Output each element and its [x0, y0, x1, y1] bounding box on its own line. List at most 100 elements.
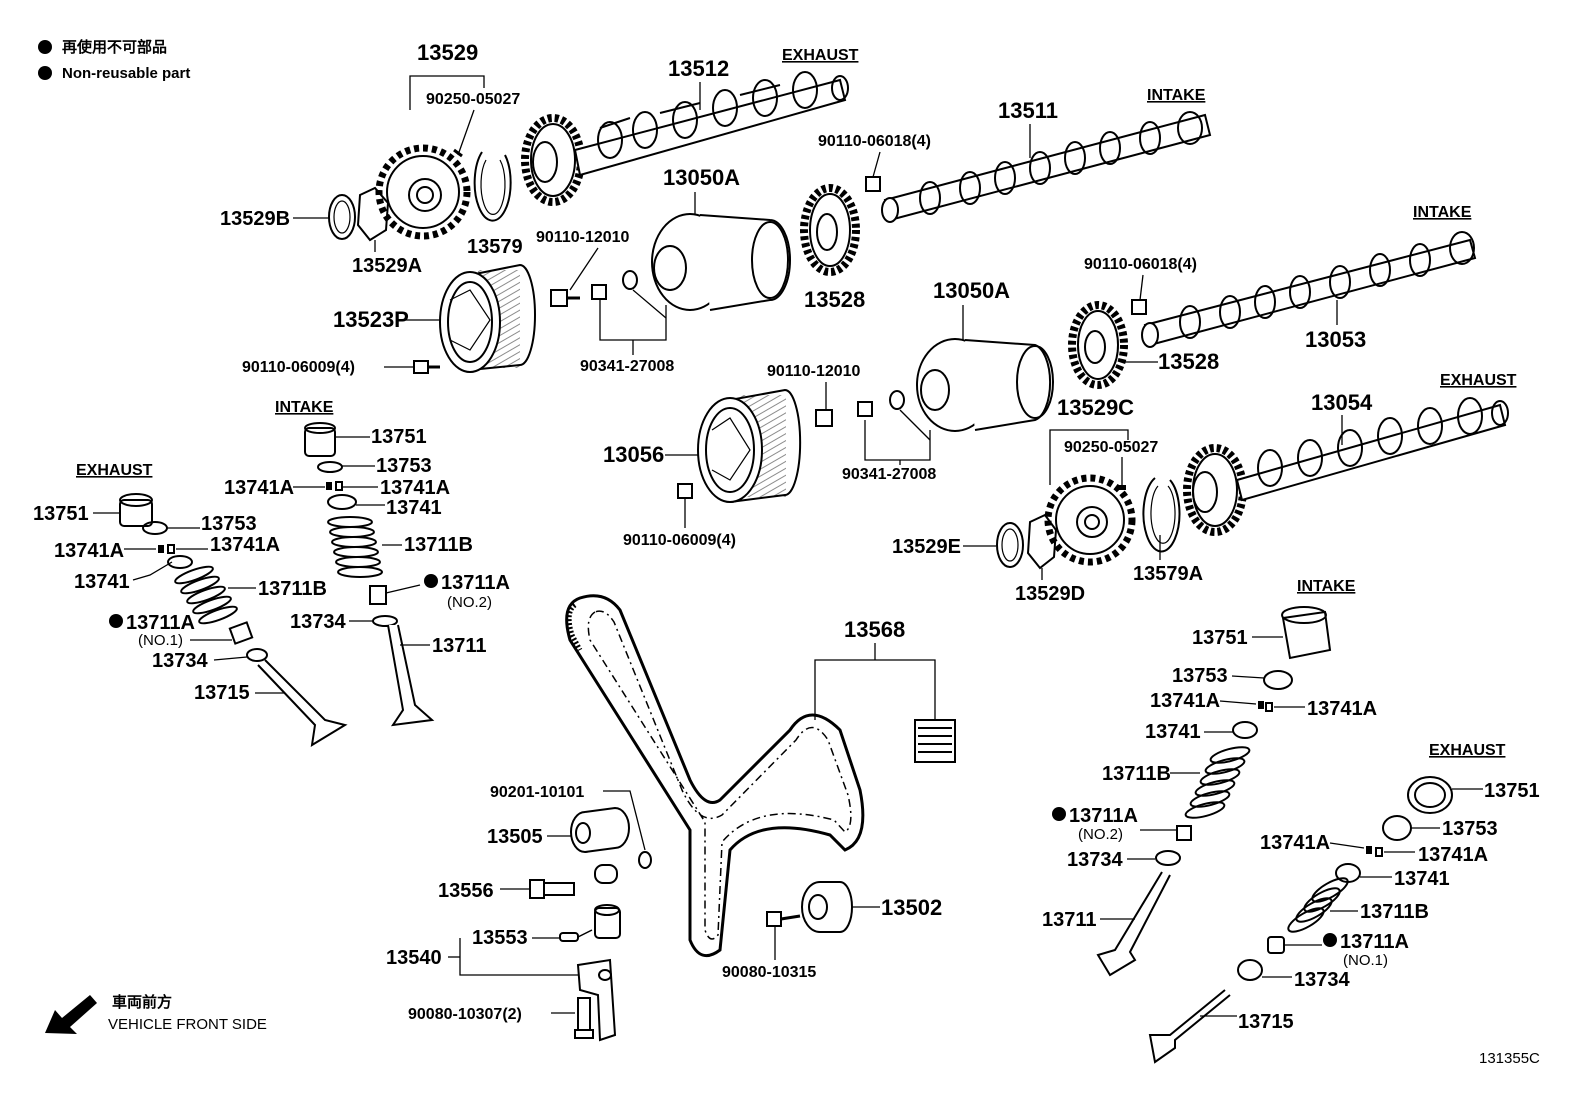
direction-jp: 車両前方 — [112, 993, 172, 1011]
label-13741-el: 13741 — [74, 571, 130, 593]
snap-ring-13529B — [328, 194, 356, 240]
direction-en: VEHICLE FRONT SIDE — [108, 1016, 267, 1033]
label-13711A-il: 13711A — [441, 572, 510, 594]
label-13741A-el-b: 13741A — [210, 534, 280, 556]
camshaft-13054: 13054 — [1183, 390, 1509, 536]
label-90110-06018-a: 90110-06018(4) — [818, 133, 931, 150]
vvt-unit-13050A-mid: 13050A — [916, 278, 1054, 432]
label-13512: 13512 — [668, 56, 729, 81]
label-13528-mid: 13528 — [1158, 349, 1219, 374]
label-13050A-mid: 13050A — [933, 278, 1010, 303]
label-13711A-el-no: (NO.1) — [138, 632, 183, 649]
legend-en: Non-reusable part — [62, 65, 190, 82]
non-reusable-dot-icon — [1052, 807, 1066, 821]
label-13734-il: 13734 — [290, 611, 346, 633]
vvt-unit-13050A-top: 13050A 90110-12010 90341-27008 — [536, 165, 791, 375]
label-13579A: 13579A — [1133, 563, 1203, 585]
label-13741A-il-b: 13741A — [380, 477, 450, 499]
label-13529E: 13529E — [892, 536, 961, 558]
label-13054: 13054 — [1311, 390, 1373, 415]
label-13753-il: 13753 — [376, 455, 432, 477]
label-13741-ir: 13741 — [1145, 721, 1201, 743]
timing-belt-13568: 13568 — [565, 594, 956, 958]
label-13753-el: 13753 — [201, 513, 257, 535]
label-13711B-il: 13711B — [404, 534, 473, 556]
label-13711A-il-no: (NO.2) — [447, 594, 492, 611]
valve-stack-intake-right: 13751 13753 13741A 13741A 13741 13711B 1… — [1042, 606, 1377, 977]
label-13529A: 13529A — [352, 255, 422, 277]
label-13056: 13056 — [603, 442, 664, 467]
label-13523P: 13523P — [333, 307, 409, 332]
arrow-down-left-icon — [45, 995, 97, 1034]
camshaft-13512: 13512 — [521, 56, 849, 206]
non-reusable-dot-icon — [424, 574, 438, 588]
section-intake-right: INTAKE — [1413, 204, 1472, 221]
label-90110-06009-a: 90110-06009(4) — [242, 359, 355, 376]
label-13711B-ir: 13711B — [1102, 763, 1171, 785]
section-intake-top: INTAKE — [1147, 87, 1206, 104]
label-13528-top: 13528 — [804, 287, 865, 312]
label-13751-er: 13751 — [1484, 780, 1540, 802]
label-13529C: 13529C — [1057, 395, 1134, 420]
non-reusable-dot-icon — [38, 40, 52, 54]
label-90250-05027-b: 90250-05027 — [1064, 439, 1158, 456]
label-13751-ir: 13751 — [1192, 627, 1248, 649]
camshaft-13053: 90110-06018(4) 13053 — [1084, 231, 1477, 352]
label-90080-10307: 90080-10307(2) — [408, 1006, 522, 1023]
label-13751-el: 13751 — [33, 503, 89, 525]
label-13753-er: 13753 — [1442, 818, 1498, 840]
diagram-id: 131355C — [1479, 1050, 1540, 1067]
label-90341-27008-a: 90341-27008 — [580, 358, 674, 375]
label-13711A-el: 13711A — [126, 612, 195, 634]
section-exhaust-valve-left: EXHAUST — [76, 462, 153, 479]
label-13556: 13556 — [438, 880, 494, 902]
section-intake-valve-right: INTAKE — [1297, 578, 1356, 595]
gear-13528-top: 13528 — [800, 184, 865, 312]
label-90110-12010-a: 90110-12010 — [536, 229, 630, 246]
label-13741A-er-b: 13741A — [1418, 844, 1488, 866]
label-13540: 13540 — [386, 947, 442, 969]
label-13734-er: 13734 — [1294, 969, 1350, 991]
label-13553: 13553 — [472, 927, 528, 949]
label-13753-ir: 13753 — [1172, 665, 1228, 687]
pulley-13056: 90110-12010 90341-27008 13056 90110-0600… — [603, 363, 936, 549]
label-13502: 13502 — [881, 895, 942, 920]
section-exhaust-right: EXHAUST — [1440, 372, 1517, 389]
valve-stack-intake-left: 13751 13753 13741A 13741A 13741 13711B 1… — [224, 422, 510, 727]
label-90110-12010-b: 90110-12010 — [767, 363, 861, 380]
label-13711A-er: 13711A — [1340, 931, 1409, 953]
tensioner-group: 90201-10101 13505 13556 13502 90080-1031… — [386, 784, 942, 1042]
sprocket-group-13529C: 13529C 90250-05027 13579A 13529E 13529D — [892, 395, 1203, 605]
label-13529: 13529 — [417, 40, 478, 65]
label-13715-er: 13715 — [1238, 1011, 1294, 1033]
label-13711B-el: 13711B — [258, 578, 327, 600]
label-13734-ir: 13734 — [1067, 849, 1123, 871]
non-reusable-dot-icon — [109, 614, 123, 628]
label-90080-10315: 90080-10315 — [722, 964, 816, 981]
label-13711A-er-no: (NO.1) — [1343, 952, 1388, 969]
label-90110-06018-b: 90110-06018(4) — [1084, 256, 1197, 273]
plate-13529A — [356, 186, 390, 242]
label-13741A-er-a: 13741A — [1260, 832, 1330, 854]
label-13734-el: 13734 — [152, 650, 208, 672]
label-13529B: 13529B — [220, 208, 290, 230]
gear-13528-mid: 13528 — [1068, 301, 1219, 389]
label-13711-ir: 13711 — [1042, 909, 1097, 931]
valve-stack-exhaust-left: 13751 13753 13741A 13741A 13741 13711B 1… — [33, 493, 348, 747]
section-exhaust-top: EXHAUST — [782, 47, 859, 64]
label-13741-il: 13741 — [386, 497, 442, 519]
label-13053: 13053 — [1305, 327, 1366, 352]
label-13050A-top: 13050A — [663, 165, 740, 190]
pulley-13523P: 13523P 90110-06009(4) — [242, 263, 536, 376]
label-13751-il: 13751 — [371, 426, 427, 448]
sprocket-group-13529: 13529 90250-05027 13529B 13529A 13579 — [220, 40, 523, 277]
label-13741-er: 13741 — [1394, 868, 1450, 890]
label-13511: 13511 — [998, 98, 1058, 123]
label-13741A-ir-a: 13741A — [1150, 690, 1220, 712]
non-reusable-dot-icon — [1323, 933, 1337, 947]
label-13529D: 13529D — [1015, 583, 1085, 605]
label-13711B-er: 13711B — [1360, 901, 1429, 923]
section-exhaust-valve-right: EXHAUST — [1429, 742, 1506, 759]
